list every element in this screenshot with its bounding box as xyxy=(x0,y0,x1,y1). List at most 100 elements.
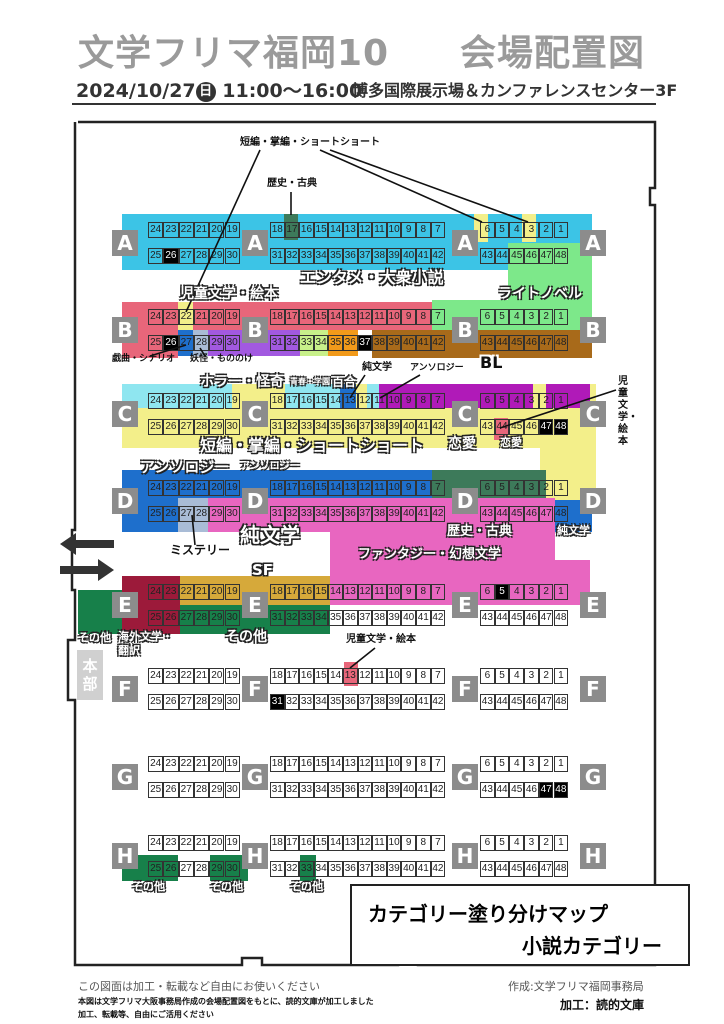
booth-H6[interactable]: 6 xyxy=(480,835,495,851)
booth-D13[interactable]: 13 xyxy=(343,480,358,496)
booth-B21[interactable]: 21 xyxy=(193,309,210,325)
booth-F17[interactable]: 17 xyxy=(284,668,300,684)
booth-D44[interactable]: 44 xyxy=(494,506,510,522)
booth-C25[interactable]: 25 xyxy=(148,419,164,435)
booth-B38[interactable]: 38 xyxy=(372,335,387,351)
booth-F18[interactable]: 18 xyxy=(270,668,285,684)
booth-A35[interactable]: 35 xyxy=(328,248,343,264)
booth-H3[interactable]: 3 xyxy=(524,835,539,851)
booth-A4[interactable]: 4 xyxy=(509,222,525,238)
booth-F9[interactable]: 9 xyxy=(401,668,416,684)
booth-D29[interactable]: 29 xyxy=(209,506,225,522)
booth-A41[interactable]: 41 xyxy=(416,248,431,264)
booth-D32[interactable]: 32 xyxy=(284,506,300,522)
booth-G4[interactable]: 4 xyxy=(509,756,525,772)
booth-B29[interactable]: 29 xyxy=(209,335,225,351)
booth-F45[interactable]: 45 xyxy=(509,694,525,710)
booth-G33[interactable]: 33 xyxy=(299,782,314,798)
booth-G35[interactable]: 35 xyxy=(328,782,343,798)
booth-A48[interactable]: 48 xyxy=(553,248,569,264)
booth-B2[interactable]: 2 xyxy=(538,309,554,325)
booth-D22[interactable]: 22 xyxy=(178,480,194,496)
booth-F38[interactable]: 38 xyxy=(372,694,387,710)
booth-E4[interactable]: 4 xyxy=(509,584,525,600)
booth-C43[interactable]: 43 xyxy=(480,419,495,435)
booth-A27[interactable]: 27 xyxy=(178,248,194,264)
booth-C22[interactable]: 22 xyxy=(178,393,194,409)
booth-B44[interactable]: 44 xyxy=(494,335,510,351)
booth-B14[interactable]: 14 xyxy=(328,309,343,325)
booth-B11[interactable]: 11 xyxy=(372,309,387,325)
booth-C47[interactable]: 47 xyxy=(538,419,554,435)
booth-G40[interactable]: 40 xyxy=(401,782,416,798)
booth-D38[interactable]: 38 xyxy=(372,506,387,522)
booth-C36[interactable]: 36 xyxy=(343,419,358,435)
booth-B17[interactable]: 17 xyxy=(284,309,300,325)
booth-H2[interactable]: 2 xyxy=(538,835,554,851)
booth-A43[interactable]: 43 xyxy=(480,248,495,264)
booth-D9[interactable]: 9 xyxy=(401,480,416,496)
booth-F7[interactable]: 7 xyxy=(430,668,446,684)
booth-B7[interactable]: 7 xyxy=(430,309,446,325)
booth-H13[interactable]: 13 xyxy=(343,835,358,851)
booth-E9[interactable]: 9 xyxy=(401,584,416,600)
booth-C27[interactable]: 27 xyxy=(178,419,194,435)
booth-F35[interactable]: 35 xyxy=(328,694,343,710)
booth-E2[interactable]: 2 xyxy=(538,584,554,600)
booth-A7[interactable]: 7 xyxy=(430,222,446,238)
booth-E25[interactable]: 25 xyxy=(148,610,164,626)
booth-A44[interactable]: 44 xyxy=(494,248,510,264)
booth-F43[interactable]: 43 xyxy=(480,694,495,710)
booth-B3[interactable]: 3 xyxy=(524,309,539,325)
booth-E19[interactable]: 19 xyxy=(224,584,240,600)
booth-B41[interactable]: 41 xyxy=(416,335,431,351)
booth-C48[interactable]: 48 xyxy=(553,419,569,435)
booth-G17[interactable]: 17 xyxy=(284,756,300,772)
booth-G9[interactable]: 9 xyxy=(401,756,416,772)
booth-F16[interactable]: 16 xyxy=(299,668,314,684)
booth-G48[interactable]: 48 xyxy=(553,782,569,798)
booth-A14[interactable]: 14 xyxy=(328,222,343,238)
booth-G47[interactable]: 47 xyxy=(538,782,554,798)
booth-B28[interactable]: 28 xyxy=(193,335,210,351)
booth-C8[interactable]: 8 xyxy=(416,393,431,409)
booth-D25[interactable]: 25 xyxy=(148,506,164,522)
booth-D4[interactable]: 4 xyxy=(509,480,525,496)
booth-H24[interactable]: 24 xyxy=(148,835,164,851)
booth-C23[interactable]: 23 xyxy=(163,393,179,409)
booth-H48[interactable]: 48 xyxy=(553,861,569,877)
booth-B45[interactable]: 45 xyxy=(509,335,525,351)
booth-D11[interactable]: 11 xyxy=(372,480,387,496)
booth-F29[interactable]: 29 xyxy=(209,694,225,710)
booth-G11[interactable]: 11 xyxy=(372,756,387,772)
booth-E47[interactable]: 47 xyxy=(538,610,554,626)
booth-D30[interactable]: 30 xyxy=(224,506,240,522)
booth-F19[interactable]: 19 xyxy=(224,668,240,684)
booth-A23[interactable]: 23 xyxy=(163,222,179,238)
booth-D19[interactable]: 19 xyxy=(224,480,240,496)
booth-F2[interactable]: 2 xyxy=(538,668,554,684)
booth-G32[interactable]: 32 xyxy=(284,782,300,798)
booth-E6[interactable]: 6 xyxy=(480,584,495,600)
booth-G5[interactable]: 5 xyxy=(494,756,510,772)
booth-C17[interactable]: 17 xyxy=(284,393,300,409)
booth-C45[interactable]: 45 xyxy=(509,419,525,435)
booth-C14[interactable]: 14 xyxy=(328,393,343,409)
booth-C15[interactable]: 15 xyxy=(313,393,329,409)
booth-G27[interactable]: 27 xyxy=(178,782,194,798)
booth-H37[interactable]: 37 xyxy=(357,861,373,877)
booth-D1[interactable]: 1 xyxy=(553,480,569,496)
booth-E21[interactable]: 21 xyxy=(193,584,210,600)
booth-G26[interactable]: 26 xyxy=(163,782,179,798)
booth-G2[interactable]: 2 xyxy=(538,756,554,772)
booth-C3[interactable]: 3 xyxy=(524,393,539,409)
booth-C24[interactable]: 24 xyxy=(148,393,164,409)
booth-H34[interactable]: 34 xyxy=(313,861,329,877)
booth-E24[interactable]: 24 xyxy=(148,584,164,600)
booth-B48[interactable]: 48 xyxy=(553,335,569,351)
booth-H44[interactable]: 44 xyxy=(494,861,510,877)
booth-E3[interactable]: 3 xyxy=(524,584,539,600)
booth-F33[interactable]: 33 xyxy=(299,694,314,710)
booth-H32[interactable]: 32 xyxy=(284,861,300,877)
booth-F5[interactable]: 5 xyxy=(494,668,510,684)
